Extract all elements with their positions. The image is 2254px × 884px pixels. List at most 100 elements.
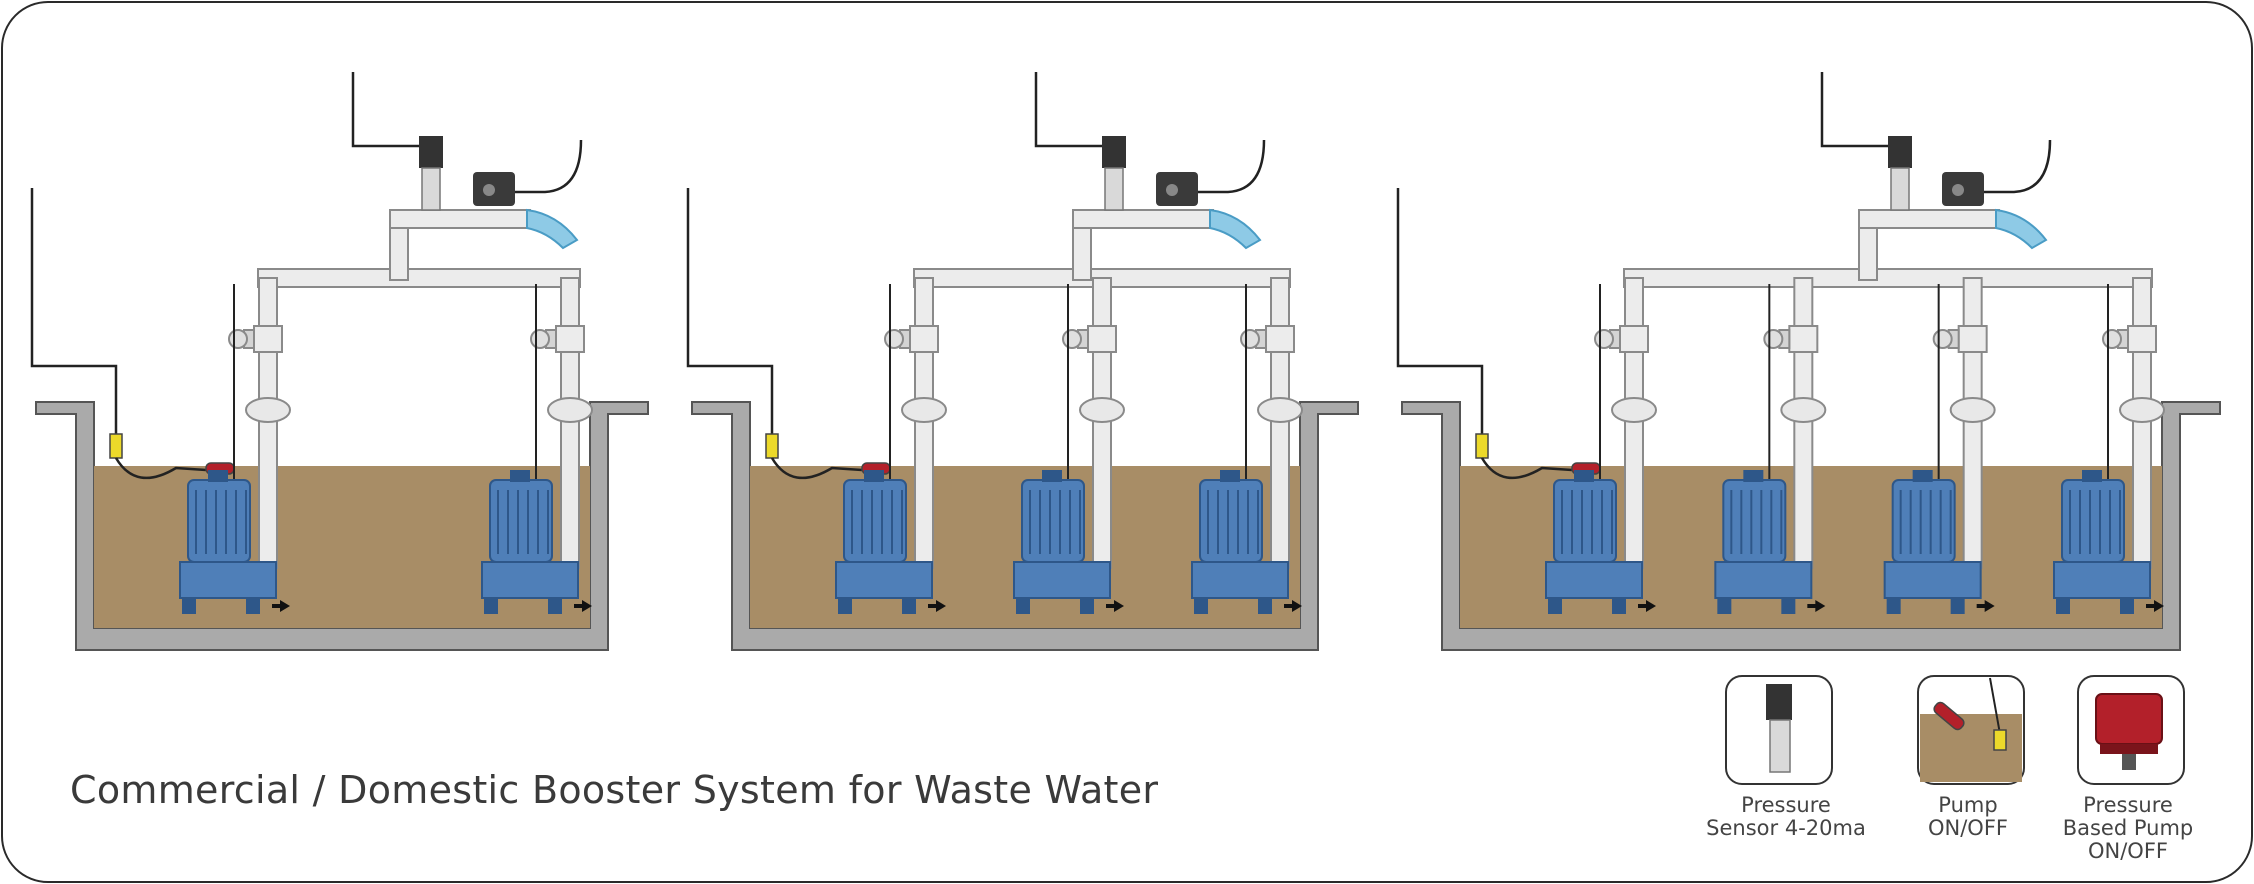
pressure-sensor-body [1769, 719, 1791, 773]
outflow-water [1209, 208, 1262, 250]
pump-foot [902, 598, 916, 614]
valve-body [909, 325, 939, 353]
valve-body [1788, 325, 1819, 353]
legend-line: Based Pump [2062, 816, 2194, 840]
legend-label-float-switch: Pump ON/OFF [1868, 794, 2068, 840]
switch-cable [1984, 139, 2052, 194]
check-valve [1949, 397, 1996, 423]
pump-icon [1013, 284, 1124, 614]
pump-foot [1612, 598, 1626, 614]
pump-volute [1714, 561, 1813, 599]
two-pump-system [30, 72, 649, 651]
pump-icon [1883, 284, 1995, 614]
pump-foot [2120, 598, 2134, 614]
pump-foot [1194, 598, 1208, 614]
pressure-sensor-body [1890, 167, 1910, 211]
float-cable [1989, 677, 2001, 735]
pump-foot [2056, 598, 2070, 614]
pump-foot [246, 598, 260, 614]
valve-wheel [1240, 329, 1260, 349]
pump-icon [835, 284, 946, 614]
valve-body [1957, 325, 1988, 353]
sensor-cable [1034, 72, 1102, 148]
check-valve [1611, 397, 1657, 423]
sensor-cable [1820, 72, 1888, 148]
pressure-switch-icon [2095, 693, 2163, 745]
check-valve [1257, 397, 1303, 423]
float-switch-icon [1993, 729, 2007, 751]
valve-body [2127, 325, 2157, 353]
pump-volute [481, 561, 579, 599]
pump-motor [1199, 479, 1263, 563]
pump-foot [548, 598, 562, 614]
pressure-sensor-head [419, 136, 443, 168]
pump-handle [1220, 470, 1240, 482]
pump-foot [1781, 598, 1796, 614]
legend-label-pressure-sensor: Pressure Sensor 4-20ma [1686, 794, 1886, 840]
pump-icon [1191, 284, 1302, 614]
pressure-switch-knob [1952, 184, 1964, 196]
legend-label-pressure-switch: Pressure Based Pump ON/OFF [2028, 794, 2228, 863]
legend-line: Pressure [1741, 793, 1831, 817]
valve-wheel [228, 329, 248, 349]
float-cable [1396, 188, 1484, 434]
pump-volute [179, 561, 277, 599]
check-valve [901, 397, 947, 423]
pressure-sensor-head [1102, 136, 1126, 168]
check-valve [1079, 397, 1125, 423]
pump-volute [1883, 561, 1982, 599]
switch-cable [515, 139, 583, 194]
pressure-switch-knob [1166, 184, 1178, 196]
pump-motor [843, 479, 907, 563]
pressure-sensor-body [421, 167, 441, 211]
gate-valve-icon [2102, 325, 2165, 423]
pump-foot [838, 598, 852, 614]
valve-wheel [1932, 329, 1953, 349]
check-valve [2119, 397, 2165, 423]
legend-line: ON/OFF [1927, 816, 2008, 840]
valve-wheel [2102, 329, 2122, 349]
sensor-cable [351, 72, 419, 148]
valve-wheel [1062, 329, 1082, 349]
float-cable [686, 188, 774, 434]
pump-volute [2053, 561, 2151, 599]
pump-icon [1714, 284, 1826, 614]
check-valve [1780, 397, 1827, 423]
float-cable [30, 188, 118, 434]
pump-motor [489, 479, 553, 563]
legend-line: Pressure [2083, 793, 2173, 817]
flow-arrow-icon [1807, 600, 1826, 612]
pressure-sensor-body [1104, 167, 1124, 211]
valve-body [253, 325, 283, 353]
valve-wheel [530, 329, 550, 349]
discharge-header-pipe [257, 268, 581, 288]
pressure-sensor-icon [1766, 684, 1792, 720]
legend-line: Pump [1938, 793, 1998, 817]
pump-handle [1574, 470, 1594, 482]
four-pump-system [1396, 72, 2221, 651]
pump-motor [1891, 479, 1956, 563]
pump-foot [484, 598, 498, 614]
pump-volute [835, 561, 933, 599]
valve-wheel [884, 329, 904, 349]
valve-body [1619, 325, 1649, 353]
pump-icon [1545, 284, 1656, 614]
valve-body [1087, 325, 1117, 353]
pump-motor [1722, 479, 1787, 563]
diagram-title: Commercial / Domestic Booster System for… [70, 768, 1159, 812]
gate-valve-icon [1240, 325, 1303, 423]
pump-volute [1191, 561, 1289, 599]
gate-valve-icon [884, 325, 947, 423]
pump-icon [2053, 284, 2164, 614]
check-valve [547, 397, 593, 423]
float-cable [770, 457, 863, 480]
pump-handle [208, 470, 228, 482]
pump-foot [1717, 598, 1732, 614]
pump-foot [1548, 598, 1562, 614]
valve-wheel [1763, 329, 1784, 349]
flow-arrow-icon [1976, 600, 1995, 612]
pump-motor [1553, 479, 1617, 563]
flow-arrow-icon [1284, 600, 1302, 612]
